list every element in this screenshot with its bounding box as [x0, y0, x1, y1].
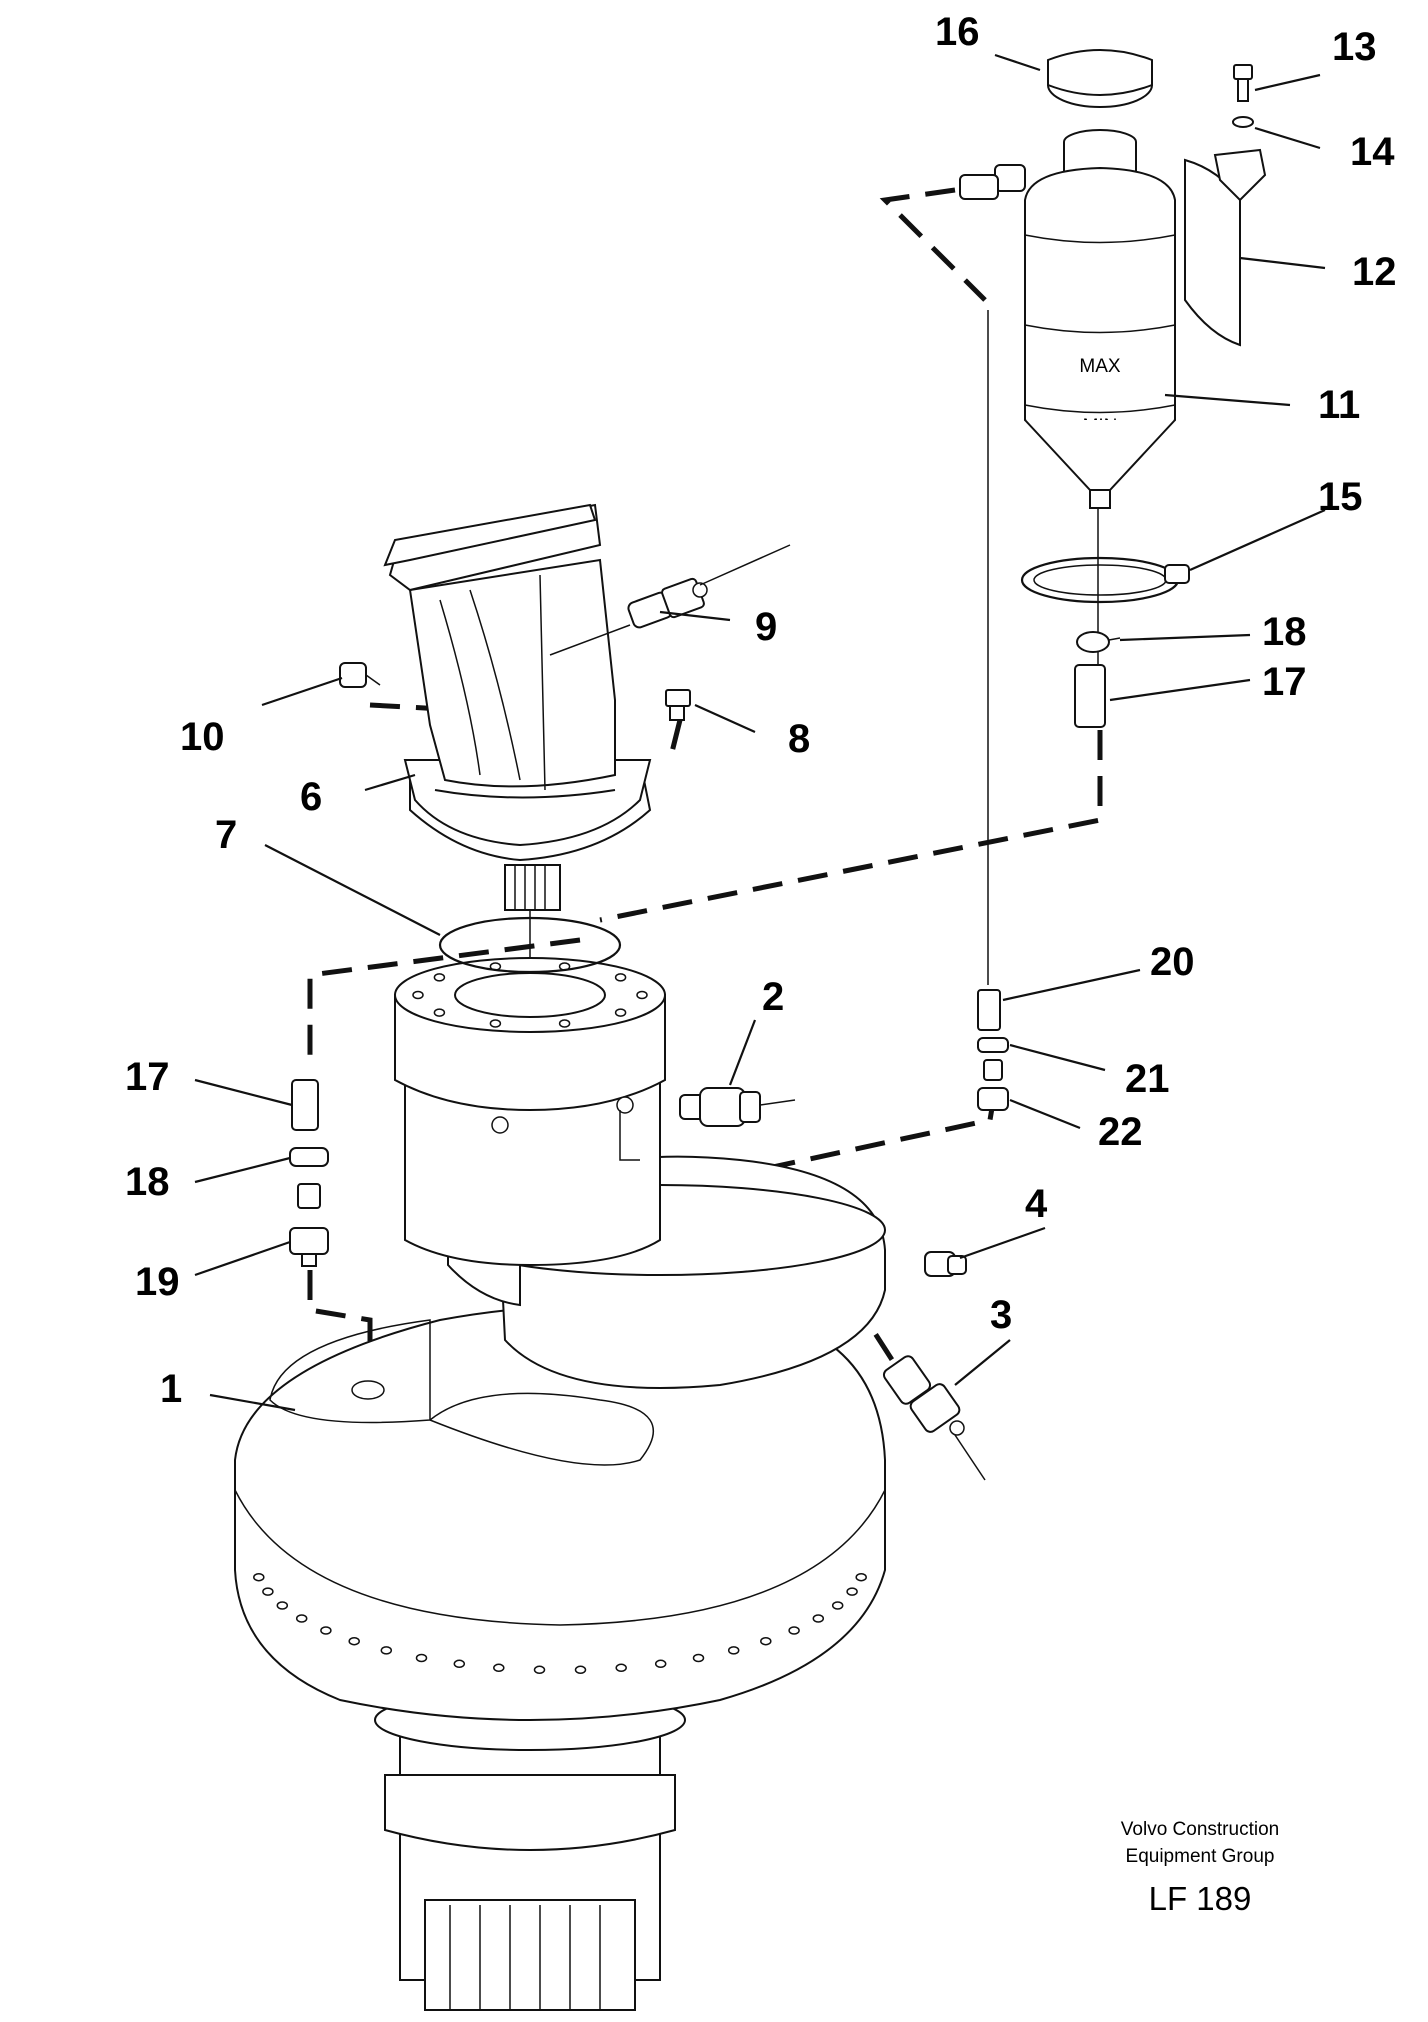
callout-9: 9: [755, 605, 777, 649]
callout-19: 19: [135, 1260, 180, 1304]
clip-18-top: [1076, 631, 1121, 653]
bolt-hole: [348, 1636, 360, 1646]
bolt-hole: [574, 1665, 587, 1675]
bolt-hole: [493, 1663, 505, 1673]
callout-2: 2: [762, 975, 784, 1019]
callout-14: 14: [1350, 130, 1395, 174]
bolt-13-14: [1232, 64, 1254, 128]
hydraulic-motor: [383, 503, 652, 911]
bolt-hole: [276, 1601, 289, 1610]
callout-3: 3: [990, 1293, 1012, 1337]
bolt-hole: [614, 1008, 627, 1017]
bolt-hole: [812, 1614, 825, 1623]
callout-21: 21: [1125, 1057, 1170, 1101]
bolt-hole: [615, 1663, 627, 1673]
bolt-hole: [727, 1646, 740, 1655]
drawing-code: LF 189: [1149, 1880, 1252, 1917]
hose-fitting-to-housing: [307, 1270, 373, 1390]
fitting-left-17-18-19: [289, 1079, 329, 1267]
hose-bottle-to-flange: [879, 187, 987, 302]
bolt-hole: [412, 990, 424, 1000]
flange-bolt-holes: [412, 962, 648, 1028]
hose-ring-to-fitting: [307, 937, 581, 1070]
hose-clamp-15: [1020, 556, 1190, 604]
bolt-hole: [558, 1019, 571, 1028]
bolt-hole: [262, 1587, 274, 1596]
bolt-hole: [636, 990, 648, 1000]
bolt-hole: [295, 1614, 308, 1623]
bolt-hole: [846, 1587, 858, 1596]
callout-17-left: 17: [125, 1055, 170, 1099]
fitting-4: [924, 1251, 967, 1277]
callout-16: 16: [935, 10, 980, 54]
housing-bolt-holes: [253, 1572, 867, 1675]
callout-12: 12: [1352, 250, 1397, 294]
bolt-hole: [253, 1572, 265, 1582]
bolt-hole: [453, 1659, 466, 1669]
bolt-hole: [855, 1572, 867, 1582]
hose-motor-right: [667, 719, 683, 761]
callout-7: 7: [215, 813, 237, 857]
fitting-10: [339, 662, 381, 688]
callout-8: 8: [788, 717, 810, 761]
bolt-hole: [489, 1019, 502, 1028]
callout-6: 6: [300, 775, 322, 819]
callout-10: 10: [180, 715, 225, 759]
fitting-right-20-21-22: [977, 989, 1009, 1111]
credit-line-1: Volvo Construction: [1121, 1819, 1279, 1840]
callout-13: 13: [1332, 25, 1377, 69]
fitting-2: [679, 1087, 796, 1127]
callout-22: 22: [1098, 1110, 1143, 1154]
bolt-hole: [533, 1665, 546, 1675]
bolt-hole: [831, 1601, 844, 1610]
bolt-hole: [692, 1653, 705, 1663]
callout-1: 1: [160, 1367, 182, 1411]
hose-drain-line: [599, 730, 1103, 923]
bolt-hole: [654, 1659, 667, 1669]
fitting-9: [549, 544, 791, 656]
mounting-flange: [394, 957, 886, 1389]
bolt-hole: [380, 1646, 393, 1655]
credit-line-2: Equipment Group: [1126, 1846, 1275, 1867]
o-ring: [438, 916, 622, 974]
callout-18-top: 18: [1262, 610, 1307, 654]
credit-block: Volvo Construction Equipment Group LF 18…: [1121, 1819, 1279, 1917]
bottle-max-mark: MAX: [1079, 356, 1121, 377]
callout-17-top: 17: [1262, 660, 1307, 704]
bolt-hole: [415, 1653, 428, 1663]
housing-port: [351, 1380, 385, 1400]
callout-15: 15: [1318, 475, 1363, 519]
bolt-hole: [433, 973, 446, 982]
hose-17-top: [1074, 664, 1106, 728]
bolt-hole: [320, 1626, 332, 1635]
callout-20: 20: [1150, 940, 1195, 984]
bolt-hole: [788, 1626, 800, 1635]
callout-11: 11: [1318, 383, 1360, 427]
bottle-bracket: [1184, 148, 1267, 347]
bolt-hole: [760, 1636, 772, 1646]
callout-18-left: 18: [125, 1160, 170, 1204]
gear-housing: [234, 1304, 886, 2011]
reservoir-bottle: MAX MIN: [959, 49, 1176, 509]
bolt-hole: [433, 1008, 446, 1017]
callout-4: 4: [1025, 1182, 1048, 1226]
bolt-hole: [614, 973, 627, 982]
fitting-3: [882, 1355, 986, 1481]
bolt-8: [665, 689, 691, 721]
leader-lines: [194, 53, 1326, 1412]
callout-labels: 1 2 3 4 6 7 8 9 10 11 12 13 14 15 16 17 …: [125, 10, 1397, 1411]
